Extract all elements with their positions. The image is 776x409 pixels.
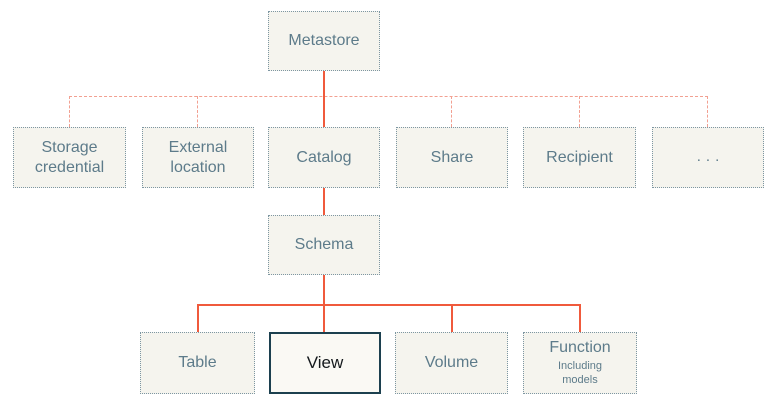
node-storage-credential-label: Storage credential <box>34 138 105 176</box>
node-share: Share <box>396 127 508 188</box>
node-external-location-label: External location <box>168 138 228 176</box>
node-ellipsis: ... <box>652 127 764 188</box>
connector-drop-volume <box>451 304 453 333</box>
node-table: Table <box>140 332 255 394</box>
node-catalog: Catalog <box>268 127 380 188</box>
connector-drop-share <box>451 96 452 127</box>
node-ellipsis-label: ... <box>696 148 725 166</box>
connector-row2-horizontal-dashed <box>69 96 708 97</box>
connector-metastore-catalog <box>323 71 325 127</box>
node-storage-credential: Storage credential <box>13 127 126 188</box>
connector-drop-recipient <box>579 96 580 127</box>
node-function: Function Including models <box>523 332 637 394</box>
node-function-sublabel: Including models <box>557 360 603 386</box>
node-catalog-label: Catalog <box>296 148 352 166</box>
connector-drop-function <box>579 304 581 333</box>
node-view: View <box>269 332 381 394</box>
connector-drop-table <box>197 304 199 333</box>
connector-catalog-schema <box>323 188 325 215</box>
connector-drop-external-location <box>197 96 198 127</box>
node-share-label: Share <box>430 148 474 166</box>
node-volume: Volume <box>395 332 508 394</box>
connector-drop-storage-credential <box>69 96 70 127</box>
node-recipient-label: Recipient <box>546 148 613 166</box>
connector-drop-ellipsis <box>707 96 708 127</box>
node-external-location: External location <box>142 127 254 188</box>
connector-row4-horizontal-solid <box>197 304 581 306</box>
node-recipient: Recipient <box>523 127 636 188</box>
node-volume-label: Volume <box>424 354 479 371</box>
connector-schema-view <box>323 274 325 333</box>
node-function-label: Function <box>549 339 611 357</box>
node-view-label: View <box>306 353 344 373</box>
node-schema-label: Schema <box>294 236 354 253</box>
node-metastore: Metastore <box>268 11 380 71</box>
node-table-label: Table <box>178 354 217 371</box>
node-schema: Schema <box>268 215 380 275</box>
node-metastore-label: Metastore <box>288 32 360 49</box>
